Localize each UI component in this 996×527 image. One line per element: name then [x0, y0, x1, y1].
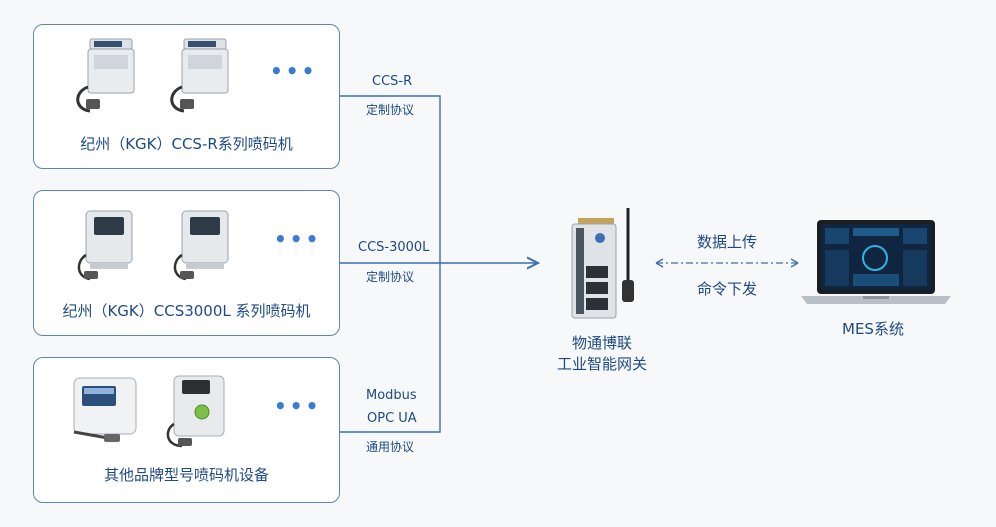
more-devices-indicator: •••	[274, 227, 322, 251]
printer-ccs3000l-2	[173, 210, 229, 281]
more-devices-indicator: •••	[270, 59, 318, 83]
mes-label: MES系统	[842, 320, 904, 338]
card-title: 纪州（KGK）CCS-R系列喷码机	[80, 135, 293, 153]
protocol-ccs-r: CCS-R	[372, 74, 413, 89]
device-card-other: ••• 其他品牌型号喷码机设备	[33, 357, 340, 503]
protocol-note: 定制协议	[366, 103, 415, 117]
printer-ccs3000l-1	[77, 210, 133, 281]
protocol-ccs3000l: CCS-3000L	[358, 240, 430, 255]
printer-ccs-r-1	[76, 38, 135, 113]
printer-other-2	[166, 375, 225, 448]
wire-other	[340, 263, 441, 433]
gateway-device-icon	[571, 208, 634, 319]
protocol-modbus: Modbus	[366, 388, 417, 403]
wire-ccs-r	[340, 95, 441, 263]
protocol-note: 定制协议	[366, 270, 415, 284]
mes-link-arrow-left	[655, 258, 664, 268]
mes-laptop-icon	[801, 220, 951, 304]
data-upload-label: 数据上传	[697, 233, 758, 251]
device-card-ccs3000l: ••• 纪州（KGK）CCS3000L 系列喷码机	[33, 190, 340, 336]
gateway-label-line1: 物通博联	[572, 334, 633, 352]
card-title: 其他品牌型号喷码机设备	[103, 466, 269, 484]
protocol-note: 通用协议	[366, 440, 415, 454]
protocol-opc-ua: OPC UA	[367, 411, 417, 426]
more-devices-indicator: •••	[274, 394, 322, 418]
command-issue-label: 命令下发	[697, 280, 758, 298]
printer-other-1	[73, 377, 137, 442]
gateway-label-line2: 工业智能网关	[557, 355, 648, 373]
device-card-ccs-r: ••• 纪州（KGK）CCS-R系列喷码机	[33, 24, 340, 169]
mes-link-arrow-right	[790, 258, 799, 268]
card-title: 纪州（KGK）CCS3000L 系列喷码机	[62, 302, 311, 320]
printer-ccs-r-2	[170, 38, 229, 113]
